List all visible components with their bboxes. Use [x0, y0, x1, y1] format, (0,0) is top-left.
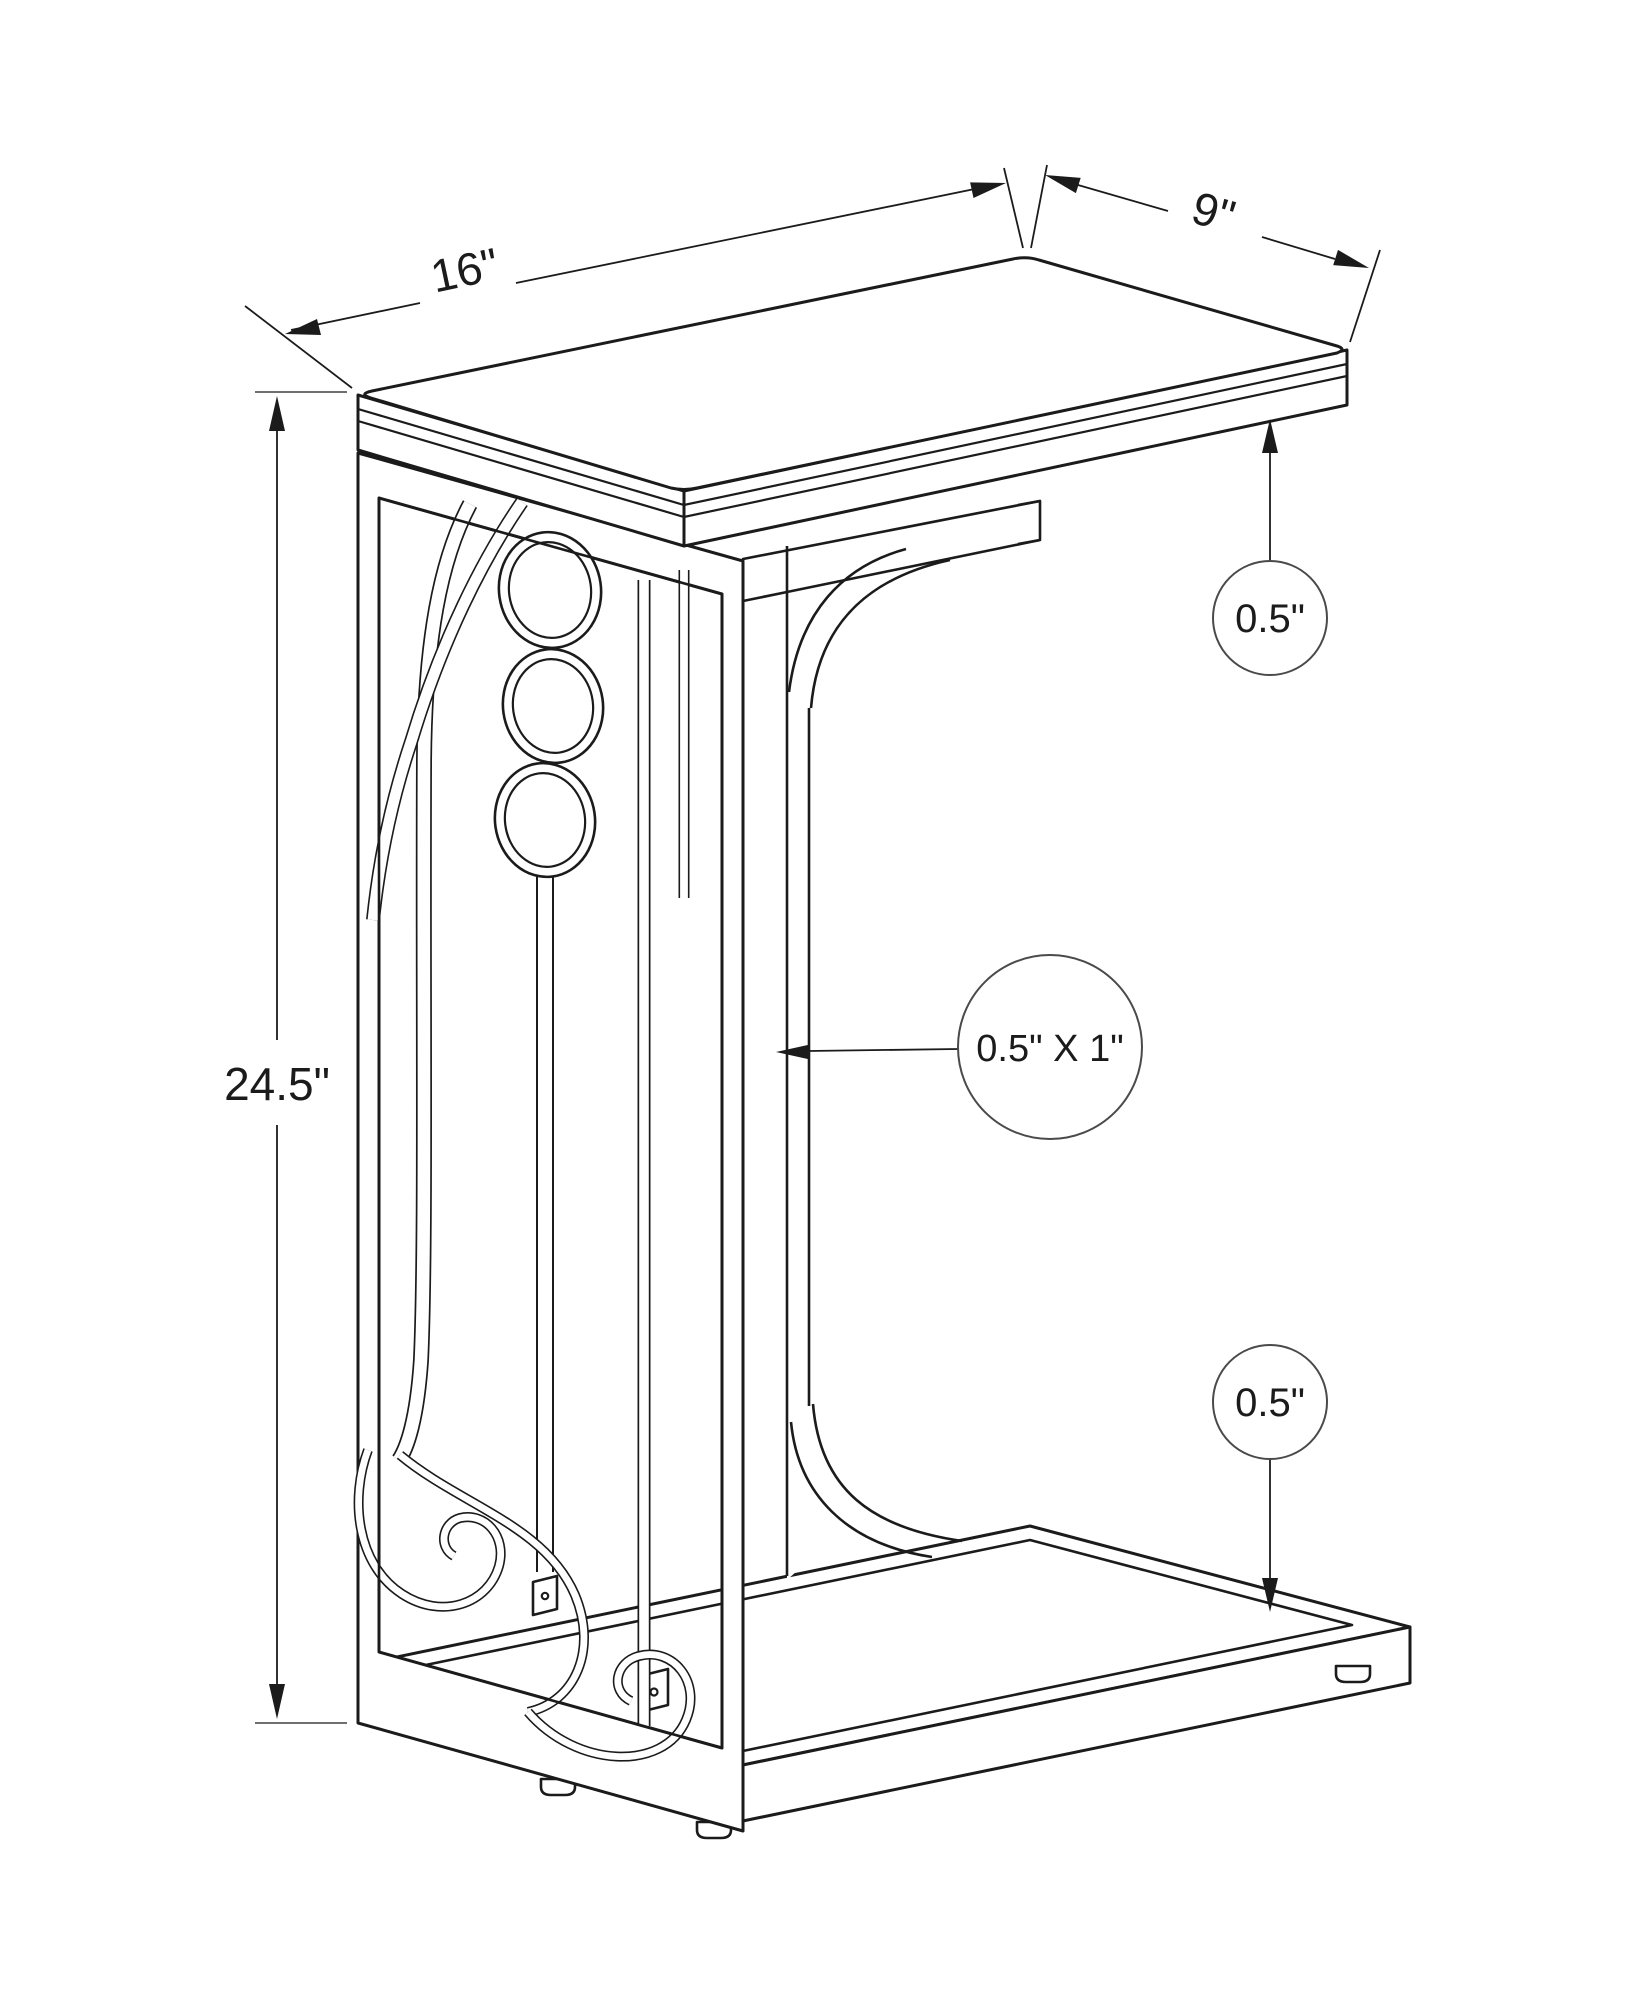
leg-top-fillet-outer	[809, 558, 951, 709]
callout-circle-leg	[957, 954, 1143, 1140]
annotations: 16" 9" 24.5" 0.5"	[224, 164, 1381, 1724]
callout-circle-top	[1212, 560, 1328, 676]
ext-line-right-corner	[1349, 249, 1381, 343]
callout-label-base: 0.5"	[1235, 1381, 1305, 1425]
right-c-leg	[741, 499, 1042, 1580]
ornament-arc-short-core	[367, 498, 527, 921]
arrowhead-9-left	[1045, 175, 1081, 194]
dimension-height: 24.5"	[224, 391, 347, 1724]
ext-line-apex-right	[1030, 164, 1048, 249]
ext-line-left-corner	[244, 305, 353, 389]
rod-end-screw	[540, 1591, 550, 1601]
dim-line-9	[1077, 184, 1336, 260]
ornament-arc-long-core	[393, 501, 476, 1464]
arrowhead-16-right	[970, 182, 1006, 198]
arrowhead-height-bottom	[269, 1684, 285, 1719]
scroll-sweep-core	[397, 1452, 588, 1716]
callout-circle-base	[1212, 1344, 1328, 1460]
leg-bottom-fillet-outer	[811, 1403, 963, 1543]
ring-2-inner	[511, 658, 595, 754]
scroll-left-volute-core	[355, 1448, 504, 1611]
ext-line-apex-left	[1003, 167, 1024, 249]
table-top	[356, 256, 1349, 548]
panel-inner-edge-restroke	[377, 496, 724, 1750]
dimension-label-depth: 9"	[1186, 181, 1241, 243]
panel-ornament	[353, 496, 724, 1762]
top-surface	[363, 256, 1344, 491]
leader-leg-tube	[807, 1048, 959, 1052]
ring-3-inner	[503, 772, 587, 868]
ring-3-outer	[493, 761, 597, 879]
ring-2-outer	[501, 647, 605, 765]
leg-top-fillet-inner	[787, 547, 907, 693]
arrowhead-top-thickness	[1262, 419, 1278, 453]
ring-1-outer	[497, 530, 603, 650]
dimension-label-height: 24.5"	[224, 1058, 330, 1110]
rail-end-tab	[1017, 499, 1041, 546]
ring-1-inner	[507, 541, 593, 639]
leg-bottom-fillet-inner	[789, 1421, 933, 1559]
arrowhead-9-right	[1333, 249, 1369, 268]
arrowhead-leg-tube	[776, 1044, 810, 1060]
base-frame	[356, 1524, 1412, 1840]
top-bevel-lines	[357, 362, 1348, 519]
arrowhead-height-top	[269, 396, 285, 431]
base-foot-right	[1334, 1664, 1372, 1684]
scroll-right-volute-core	[525, 1651, 694, 1761]
leg-body-fill	[787, 542, 809, 1580]
callout-top-thickness: 0.5"	[1212, 419, 1328, 676]
rod-end-plate	[531, 1574, 559, 1617]
dimension-label-length: 16"	[426, 238, 503, 303]
callout-label-leg: 0.5" X 1"	[976, 1028, 1123, 1070]
ornament-rings	[493, 530, 605, 879]
arrowhead-16-left	[285, 319, 321, 335]
scrollwork	[353, 1448, 696, 1762]
arrowhead-base-thickness	[1262, 1578, 1278, 1612]
callout-label-top: 0.5"	[1235, 597, 1305, 641]
callout-base-thickness: 0.5"	[1212, 1344, 1328, 1612]
callout-leg-tube: 0.5" X 1"	[776, 954, 1143, 1140]
